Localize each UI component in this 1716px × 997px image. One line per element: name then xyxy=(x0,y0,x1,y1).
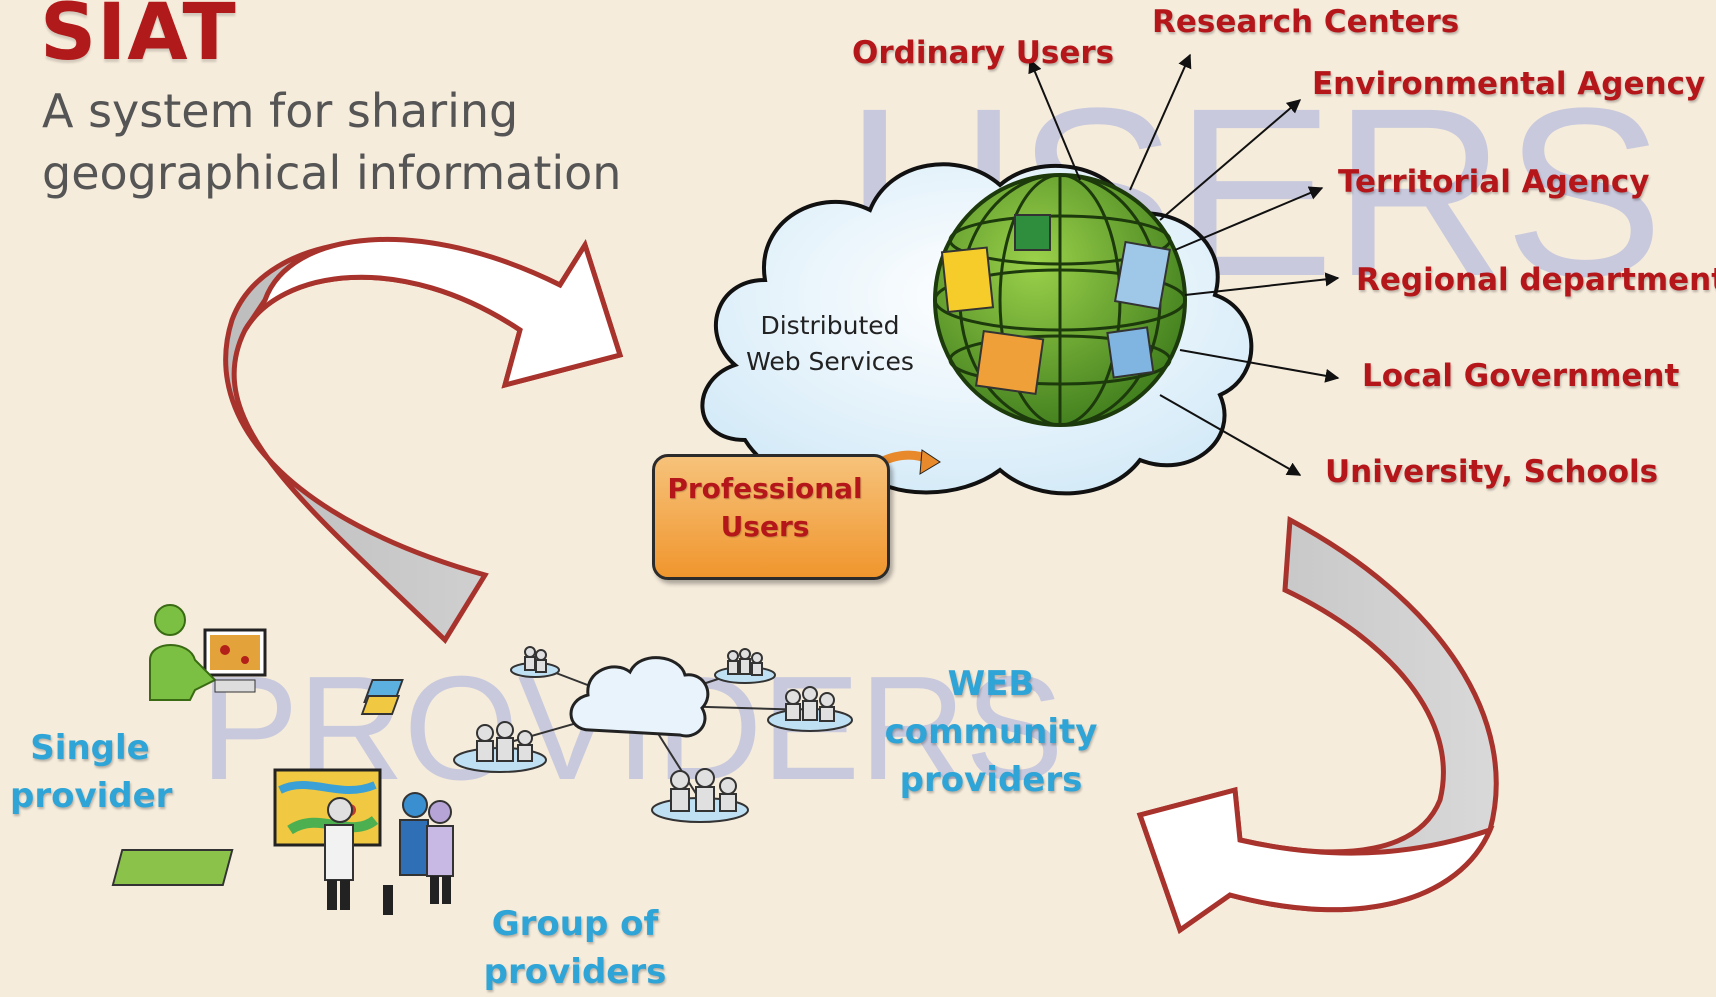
page-subtitle: A system for sharing geographical inform… xyxy=(42,80,682,204)
provider-label-line: Single xyxy=(30,728,150,768)
provider-label-line: community xyxy=(884,712,1098,752)
provider-label-line: providers xyxy=(899,760,1083,800)
user-label-environmental: Environmental Agency xyxy=(1312,66,1706,102)
provider-label-line: provider xyxy=(10,776,173,816)
user-label-ordinary: Ordinary Users xyxy=(852,35,1115,71)
user-label-regional: Regional department xyxy=(1356,262,1716,298)
user-arrows xyxy=(1028,53,1340,476)
cycle-arrow-icon xyxy=(1136,515,1499,934)
provider-label-line: providers xyxy=(483,952,667,992)
professional-users-line: Professional xyxy=(667,472,863,505)
professional-users-box xyxy=(652,454,890,580)
group-providers-icon xyxy=(111,768,454,915)
provider-label-line: WEB xyxy=(947,664,1035,704)
professional-users-label: Professional Users xyxy=(660,470,870,546)
web-community-network-icon xyxy=(360,646,853,823)
provider-label-web: WEB community providers xyxy=(880,660,1102,804)
cloud-label-line: Web Services xyxy=(746,347,914,376)
distributed-web-services-label: Distributed Web Services xyxy=(720,308,940,380)
globe-icon xyxy=(933,173,1187,427)
provider-label-line: Group of xyxy=(491,904,659,944)
page-title: SIAT xyxy=(40,0,237,78)
subtitle-line: A system for sharing xyxy=(42,84,519,138)
subtitle-line: geographical information xyxy=(42,146,622,200)
cloud-label-line: Distributed xyxy=(760,311,900,340)
user-label-research: Research Centers xyxy=(1152,4,1460,40)
user-label-local: Local Government xyxy=(1362,358,1680,394)
single-provider-icon xyxy=(149,604,267,701)
provider-label-single: Single provider xyxy=(10,724,173,820)
professional-users-line: Users xyxy=(720,510,810,543)
provider-label-group: Group of providers xyxy=(470,900,680,996)
cycle-arrow-icon xyxy=(223,236,624,644)
user-label-university: University, Schools xyxy=(1325,454,1659,490)
user-label-territorial: Territorial Agency xyxy=(1338,164,1650,200)
